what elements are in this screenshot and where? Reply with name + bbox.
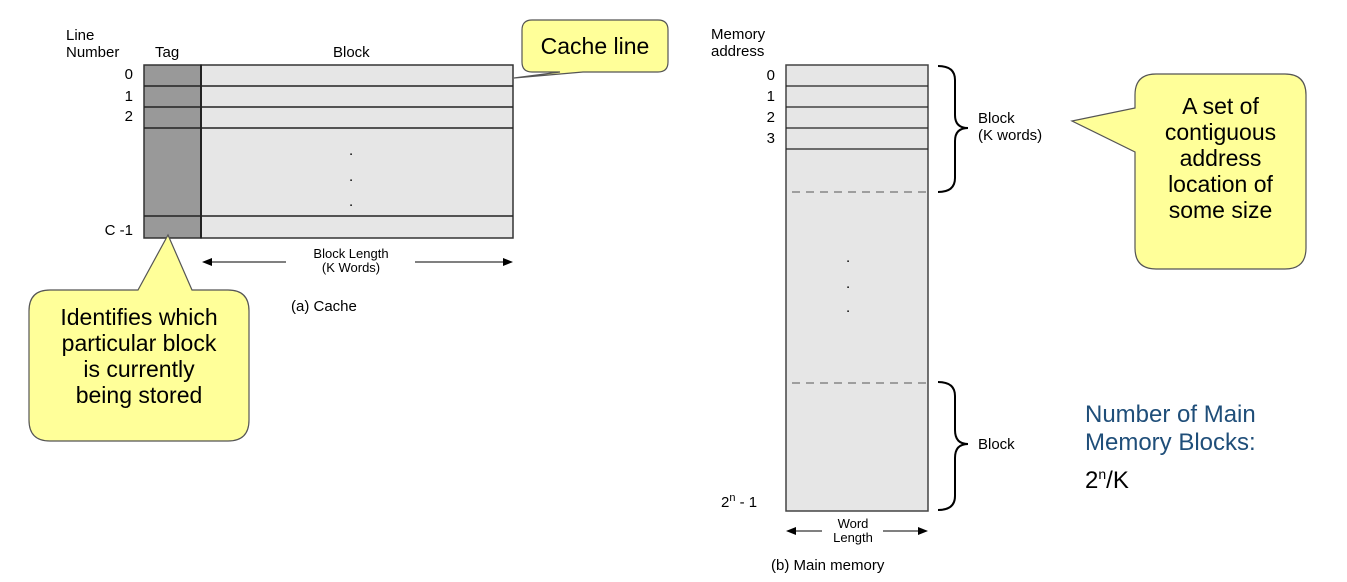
cache-ellipsis-dot: .: [349, 142, 354, 159]
brace-top-icon: [937, 65, 969, 193]
formula-expression: 2n/K: [1085, 460, 1129, 495]
memory-header: Memory address: [711, 26, 765, 60]
word-length-label: Word Length: [822, 517, 884, 545]
cache-header-line: Line: [66, 27, 95, 44]
block-length-text: Block Length: [313, 246, 389, 261]
block-length-units: (K Words): [321, 260, 381, 275]
formula-base: 2: [1085, 467, 1099, 494]
memory-address-label: 3: [766, 130, 775, 147]
formula-title-line2: Memory Blocks:: [1085, 429, 1256, 456]
main-memory-table: [785, 64, 929, 512]
memory-ellipsis-dot: .: [846, 249, 851, 266]
memory-caption: (b) Main memory: [771, 557, 885, 574]
cache-tag-column: [143, 64, 202, 239]
word-length-line2: Length: [833, 530, 873, 545]
cache-header-number: Number: [66, 44, 120, 61]
brace-top-label: Block (K words): [978, 110, 1042, 144]
callout-line: is currently: [83, 356, 195, 382]
callout-line: some size: [1168, 197, 1273, 223]
brace-top-label-line1: Block: [978, 110, 1015, 127]
callout-block-info-text: A set of contiguous address location of …: [1135, 93, 1306, 223]
brace-top-label-line2: (K words): [978, 127, 1043, 144]
memory-address-label: 0: [766, 67, 775, 84]
memory-header-line1: Memory: [711, 26, 766, 43]
callout-block-info: [1070, 73, 1307, 270]
callout-line: A set of: [1182, 93, 1259, 119]
cache-line-label: 1: [124, 88, 133, 105]
cache-line-label: 0: [124, 66, 133, 83]
formula-exponent: n: [1098, 466, 1107, 482]
callout-line: being stored: [75, 382, 203, 408]
last-address-base: 2: [721, 494, 730, 511]
callout-line: particular block: [61, 330, 217, 356]
callout-cache-line: [513, 19, 669, 79]
callout-tag-info: [28, 233, 250, 442]
last-address-suffix: - 1: [735, 494, 758, 511]
callout-line: contiguous: [1164, 119, 1277, 145]
callout-line: location of: [1168, 171, 1273, 197]
cache-table: [143, 64, 514, 239]
formula-title-line1: Number of Main: [1085, 401, 1256, 428]
cache-caption: (a) Cache: [291, 298, 357, 315]
memory-address-label: 2: [766, 109, 775, 126]
callout-tag-info-text: Identifies which particular block is cur…: [29, 304, 249, 408]
memory-last-address-label: 2n - 1: [721, 490, 757, 511]
block-length-label: Block Length (K Words): [286, 247, 416, 275]
brace-bottom-label: Block: [978, 436, 1015, 453]
brace-bottom-icon: [937, 381, 969, 511]
word-length-line1: Word: [837, 516, 869, 531]
last-address-exponent: n: [729, 492, 736, 504]
cache-header-tag: Tag: [155, 44, 180, 61]
callout-line: Identifies which: [60, 304, 218, 330]
memory-header-line2: address: [711, 43, 765, 60]
memory-column: [785, 64, 929, 512]
callout-cache-line-text: Cache line: [540, 33, 650, 59]
callout-line: address: [1179, 145, 1262, 171]
cache-block-column: [200, 64, 514, 239]
formula-suffix: /K: [1106, 467, 1129, 494]
memory-ellipsis-dot: .: [846, 275, 851, 292]
memory-address-label: 1: [766, 88, 775, 105]
cache-ellipsis-dot: .: [349, 168, 354, 185]
cache-header-line-number: Line Number: [66, 27, 119, 61]
cache-header-block: Block: [333, 44, 370, 61]
cache-line-label: 2: [124, 108, 133, 125]
cache-line-label: C -1: [104, 222, 133, 239]
formula-title: Number of Main Memory Blocks:: [1085, 401, 1256, 457]
memory-ellipsis-dot: .: [846, 299, 851, 316]
cache-ellipsis-dot: .: [349, 193, 354, 210]
